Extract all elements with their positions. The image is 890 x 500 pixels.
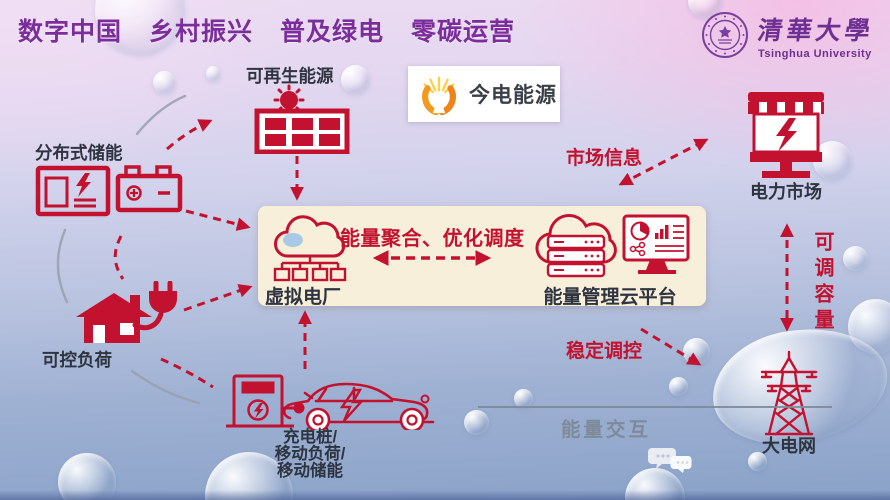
ev-label-line: 移动负荷/ <box>274 445 346 463</box>
load-label: 可控负荷 <box>42 350 112 370</box>
ev-charging-icon <box>226 374 435 430</box>
market-label: 电力市场 <box>750 182 822 202</box>
ev-label-line: 移动储能 <box>277 462 343 480</box>
platform-box: 虚拟电厂 能量聚合、优化调度 <box>258 206 706 308</box>
bubble <box>669 377 688 396</box>
transmission-tower-icon <box>760 350 818 436</box>
tsinghua-logo: 清華大學 Tsinghua University <box>700 10 876 60</box>
bubble <box>683 338 710 365</box>
slogan: 零碳运营 <box>411 18 516 46</box>
storage-label: 分布式储能 <box>35 143 123 163</box>
sunburst-hands-icon <box>422 76 456 116</box>
renewable-label: 可再生能源 <box>246 66 334 86</box>
cloud-server-monitor-icon <box>535 213 690 278</box>
arrow-storage-to-renewable <box>166 119 213 151</box>
bubble <box>843 246 868 271</box>
house-plug-icon <box>76 281 177 343</box>
slogan: 普及绿电 <box>280 18 385 46</box>
vpp-label: 虚拟电厂 <box>265 287 342 308</box>
aggregation-text: 能量聚合、优化调度 <box>340 228 525 250</box>
tsinghua-name-en: Tsinghua University <box>757 47 872 60</box>
bubble <box>58 453 116 500</box>
bubble <box>514 389 533 408</box>
arrow-load-to-vpp <box>183 284 253 312</box>
tsinghua-name-cn: 清華大學 <box>755 16 876 45</box>
header-slogans: 数字中国 乡村振兴 普及绿电 零碳运营 <box>18 12 515 48</box>
bubble <box>688 0 722 18</box>
solar-panel-icon <box>254 84 350 154</box>
slogan: 数字中国 <box>18 18 123 46</box>
bubble <box>153 71 176 94</box>
cloud-platform-label: 能量管理云平台 <box>543 287 677 308</box>
storefront-icon <box>748 92 824 178</box>
chat-bubbles-icon <box>648 448 692 473</box>
link-storage-to-load <box>113 235 125 280</box>
stability-control-label: 稳定调控 <box>566 341 643 362</box>
slogan: 乡村振兴 <box>149 18 254 46</box>
tsinghua-seal-icon <box>701 12 748 58</box>
grid-label: 大电网 <box>762 436 816 456</box>
ev-label-line: 充电桩/ <box>282 428 338 446</box>
battery-icon <box>35 165 183 217</box>
bubble <box>341 65 370 94</box>
cloud-network-icon <box>273 215 347 282</box>
bubble <box>748 452 767 471</box>
arrow-storage-to-vpp <box>185 209 251 231</box>
market-info-label: 市场信息 <box>566 148 643 169</box>
ev-label: 充电桩/ 移动负荷/ 移动储能 <box>240 429 380 480</box>
bubble <box>464 410 489 435</box>
bubble <box>206 66 221 81</box>
company-logo: 今电能源 <box>408 66 560 122</box>
link-load-to-ev <box>160 357 214 389</box>
energy-exchange-label: 能量交互 <box>561 419 652 441</box>
adjustable-capacity-label: 可调容量 <box>811 231 833 335</box>
company-name: 今电能源 <box>469 84 557 107</box>
